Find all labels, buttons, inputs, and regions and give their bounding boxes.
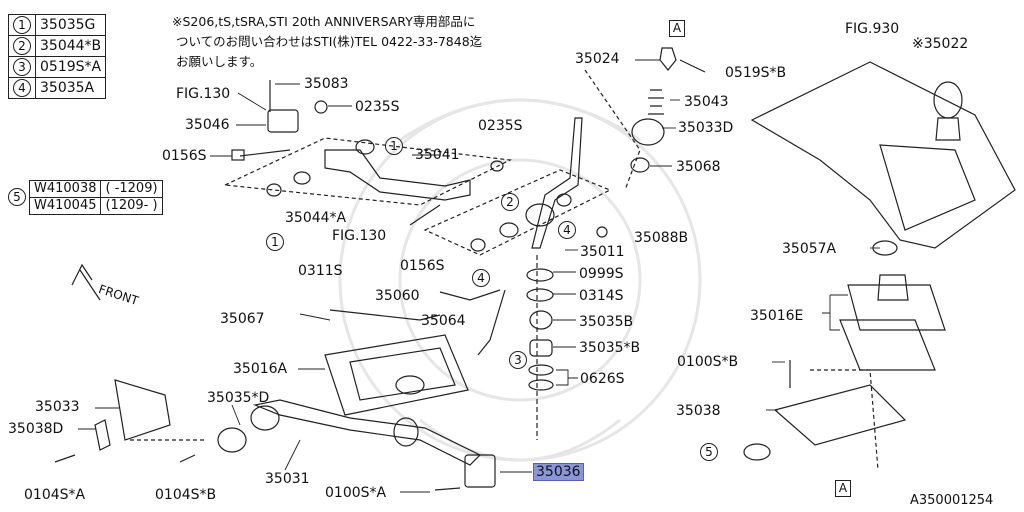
part-label[interactable]: 35031 (265, 471, 310, 487)
part-label-highlighted[interactable]: 35036 (533, 463, 584, 481)
part-label[interactable]: 35057A (782, 241, 837, 257)
key-part: 0519S*A (34, 56, 107, 78)
boot-frame-35016E (847, 284, 946, 331)
figure-ref-label[interactable]: FIG.130 (176, 86, 231, 102)
arm-35031 (252, 399, 482, 466)
part-label[interactable]: 35044*A (285, 210, 347, 226)
part-label[interactable]: 0519S*B (725, 65, 787, 81)
front-arrow (71, 263, 101, 301)
part-label[interactable]: 35016E (750, 308, 804, 324)
part-label[interactable]: 35033D (678, 120, 734, 136)
key-part: 35035G (34, 14, 107, 36)
part-label[interactable]: 0156S (162, 148, 207, 164)
key-row: 5 W410038 ( -1209) (8, 180, 163, 206)
note-line: ※S206,tS,tSRA,STI 20th ANNIVERSARY専用部品に (172, 14, 476, 29)
part-label[interactable]: 0156S (400, 258, 445, 274)
part-label[interactable]: 0314S (579, 288, 624, 304)
bracket-35033 (114, 379, 171, 441)
callout-3: 3 (509, 351, 527, 369)
part-label[interactable]: 35038D (8, 421, 64, 437)
key-num: 4 (13, 79, 31, 97)
key-num: 3 (13, 58, 31, 76)
key-part: 35044*B (34, 35, 107, 57)
part-label[interactable]: 35060 (375, 288, 420, 304)
part-label[interactable]: 35064 (421, 313, 466, 329)
figure-ref-label[interactable]: FIG.130 (332, 228, 387, 244)
console-35022 (750, 61, 1016, 249)
part-label[interactable]: 0999S (579, 266, 624, 282)
ref-box-a: A (835, 480, 851, 497)
part-label[interactable]: 35041 (415, 147, 460, 163)
part-label[interactable]: 0626S (580, 371, 625, 387)
bracket-35046 (267, 109, 299, 133)
part-label[interactable]: 0104S*A (24, 487, 86, 503)
figure-ref-label[interactable]: FIG.930 (845, 21, 900, 37)
note-line: ついてのお問い合わせはSTI(株)TEL 0422-33-7848迄 (176, 34, 483, 49)
part-label[interactable]: 35088B (634, 230, 689, 246)
base-35038 (773, 384, 907, 446)
part-label[interactable]: 35043 (684, 94, 729, 110)
part-label[interactable]: 35083 (304, 76, 349, 92)
part-label[interactable]: 35035B (579, 314, 634, 330)
callout-1: 1 (266, 233, 284, 251)
part-label[interactable]: ※35022 (912, 36, 969, 52)
key-num: 5 (8, 187, 26, 206)
link-35041 (324, 149, 471, 201)
key-part: 35035A (34, 77, 107, 99)
key-range: (1209- ) (100, 197, 163, 215)
ref-box-a: A (669, 20, 685, 37)
diagram-id: A350001254 (910, 493, 994, 508)
callout-4: 4 (558, 221, 576, 239)
plate-35016A (324, 334, 469, 416)
note-line: お願いします。 (176, 54, 263, 69)
part-label[interactable]: 0100S*A (325, 485, 387, 501)
part-label[interactable]: 35035*B (579, 340, 641, 356)
key-num: 2 (13, 37, 31, 55)
part-35024 (659, 47, 677, 71)
part-label[interactable]: 0100S*B (677, 354, 739, 370)
key-part: W410045 (28, 197, 102, 215)
sti-note: ※S206,tS,tSRA,STI 20th ANNIVERSARY専用部品に … (172, 12, 482, 72)
callout-1: 1 (385, 137, 403, 155)
part-label[interactable]: 35035*D (207, 390, 270, 406)
part-label[interactable]: 35067 (220, 311, 265, 327)
watermark (338, 98, 702, 462)
part-label[interactable]: 0235S (355, 99, 400, 115)
key-num: 1 (13, 16, 31, 34)
part-label[interactable]: 0104S*B (155, 487, 217, 503)
part-label[interactable]: 35024 (575, 51, 620, 67)
callout-4: 4 (472, 269, 490, 287)
part-label[interactable]: 35016A (233, 361, 288, 377)
callout-5: 5 (700, 443, 718, 461)
part-label[interactable]: 0311S (298, 263, 343, 279)
part-label[interactable]: 35068 (676, 159, 721, 175)
key-range: ( -1209) (100, 180, 163, 198)
key-table-5: 5 W410038 ( -1209) W410045 (1209- ) (8, 180, 163, 215)
part-label[interactable]: 35033 (35, 399, 80, 415)
part-label[interactable]: 35046 (185, 117, 230, 133)
part-label[interactable]: 0235S (478, 118, 523, 134)
callout-2: 2 (501, 193, 519, 211)
key-part: W410038 (28, 180, 102, 198)
shift-lever-35011 (531, 117, 583, 249)
key-row: W410045 (1209- ) (8, 197, 163, 215)
part-label[interactable]: 35011 (580, 244, 625, 260)
part-label[interactable]: 35038 (676, 403, 721, 419)
